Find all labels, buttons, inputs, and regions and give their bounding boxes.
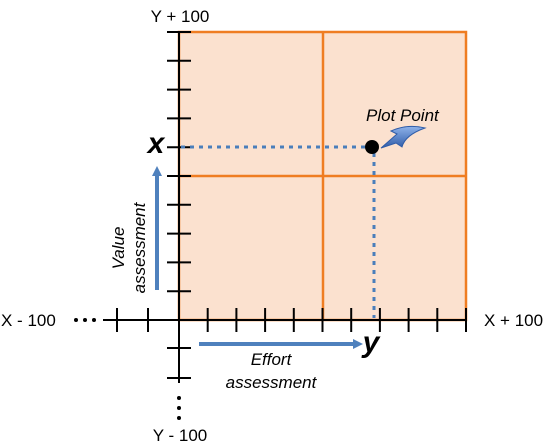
value-variable-label: x: [146, 127, 166, 160]
axis-ticks: [116, 31, 467, 379]
effort-variable-label: y: [361, 326, 381, 359]
x-left-label: X - 100: [1, 311, 56, 330]
y-axis-ellipsis: [177, 396, 181, 420]
y-top-label: Y + 100: [151, 7, 210, 26]
callout-arrow-icon: [380, 125, 427, 149]
svg-text:assessment: assessment: [130, 201, 149, 293]
plot-point-marker: [365, 140, 379, 154]
y-bottom-label: Y - 100: [153, 426, 208, 445]
svg-text:Value: Value: [109, 227, 128, 270]
value-assessment-label: Value assessment: [109, 201, 149, 293]
x-right-label: X + 100: [484, 311, 543, 330]
effort-label-line2: assessment: [226, 373, 318, 392]
plot-point-label: Plot Point: [366, 106, 440, 125]
effort-label-line1: Effort: [251, 350, 293, 369]
x-axis-ellipsis: [74, 318, 96, 322]
